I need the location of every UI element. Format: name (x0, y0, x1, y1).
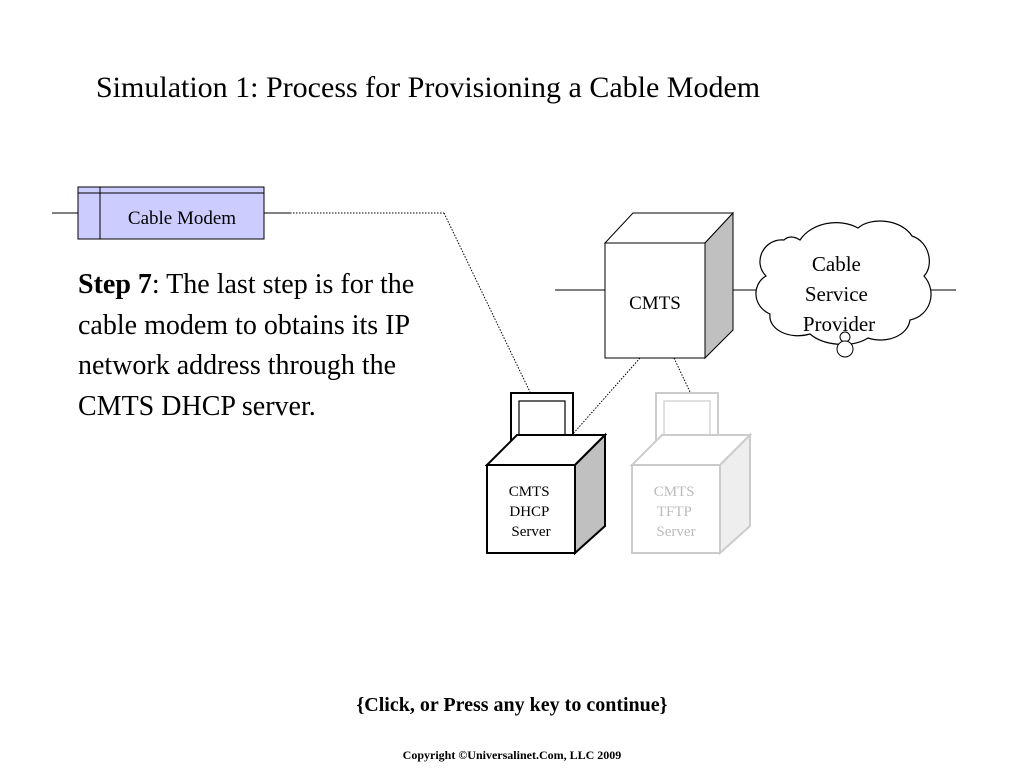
cloud-label-line-2: Service (805, 282, 868, 306)
tftp-label-line-2: TFTP (657, 504, 692, 520)
step-label: Step 7 (78, 269, 152, 300)
cable-modem-label: Cable Modem (128, 208, 236, 229)
dhcp-server: CMTS DHCP Server (484, 392, 608, 556)
slide-title: Simulation 1: Process for Provisioning a… (96, 71, 761, 104)
copyright-notice: Copyright ©Universalinet.Com, LLC 2009 (402, 748, 622, 762)
cmts-to-tftp-line (673, 357, 691, 393)
cable-modem: Cable Modem (52, 186, 290, 240)
modem-to-dhcp-line-diag (443, 212, 531, 393)
cmts-to-dhcp-line (571, 357, 641, 436)
tftp-label-line-1: CMTS (654, 484, 695, 500)
tftp-server-label: CMTS TFTP Server (654, 484, 699, 540)
step-description: Step 7: The last step is for the cable m… (78, 265, 418, 427)
step-body: : The last step is for the cable modem t… (78, 269, 415, 422)
dhcp-server-label: CMTS DHCP Server (509, 484, 554, 540)
cable-service-provider-cloud: Cable Service Provider (755, 220, 956, 358)
dhcp-label-line-3: Server (511, 524, 550, 540)
cloud-label-line-1: Cable (812, 252, 861, 276)
tftp-server: CMTS TFTP Server (629, 392, 753, 556)
cloud-label: Cable Service Provider (803, 252, 875, 336)
dhcp-label-line-2: DHCP (509, 504, 549, 520)
dhcp-label-line-1: CMTS (509, 484, 550, 500)
continue-prompt[interactable]: {Click, or Press any key to continue} (356, 694, 668, 716)
cmts-label: CMTS (629, 293, 681, 314)
tftp-label-line-3: Server (656, 524, 695, 540)
cmts-box: CMTS (555, 211, 770, 360)
cloud-label-line-3: Provider (803, 312, 875, 336)
